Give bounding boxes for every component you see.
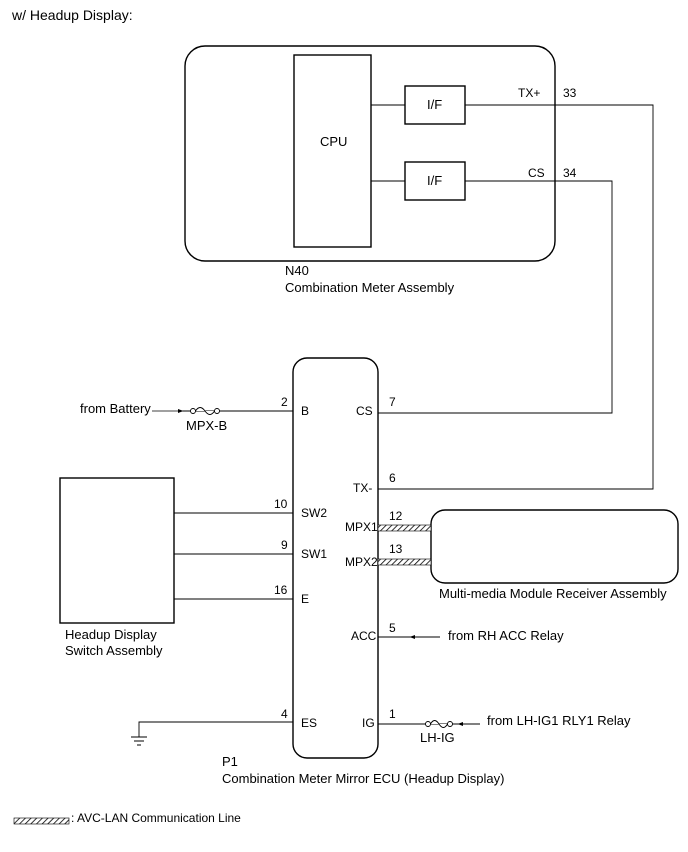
n40-component-name: Combination Meter Assembly bbox=[285, 280, 455, 295]
p1-signal-tx-minus: TX- bbox=[353, 481, 372, 495]
p1-pin-2: 2 bbox=[281, 395, 288, 409]
p1-pin-6: 6 bbox=[389, 471, 396, 485]
fuse-label-lh-ig: LH-IG bbox=[420, 730, 455, 745]
switch-assembly-label-line1: Headup Display bbox=[65, 627, 157, 642]
p1-signal-mpx1: MPX1 bbox=[345, 520, 378, 534]
p1-pin-4: 4 bbox=[281, 707, 288, 721]
p1-signal-cs: CS bbox=[356, 404, 373, 418]
ground-icon bbox=[131, 736, 147, 746]
fuse-icon-mpx-b bbox=[190, 407, 220, 415]
p1-pin-12: 12 bbox=[389, 509, 403, 523]
n40-connector-code: N40 bbox=[285, 263, 309, 278]
p1-signal-sw1: SW1 bbox=[301, 547, 327, 561]
avc-lan-line-mpx2 bbox=[377, 558, 432, 566]
n40-pin-34: 34 bbox=[563, 166, 577, 180]
combination-meter-box bbox=[184, 45, 556, 262]
p1-signal-sw2: SW2 bbox=[301, 506, 327, 520]
ground-wire bbox=[138, 721, 293, 737]
receiver-label: Multi-media Module Receiver Assembly bbox=[439, 586, 667, 601]
cpu-box bbox=[293, 54, 372, 248]
p1-signal-ig: IG bbox=[362, 716, 375, 730]
tx-wire bbox=[378, 104, 654, 490]
p1-connector-code: P1 bbox=[222, 754, 238, 769]
p1-signal-e: E bbox=[301, 592, 309, 606]
p1-signal-acc: ACC bbox=[351, 629, 377, 643]
n40-pin-33: 33 bbox=[563, 86, 577, 100]
interface-label-1: I/F bbox=[427, 97, 442, 112]
p1-signal-mpx2: MPX2 bbox=[345, 555, 378, 569]
diagram-title: w/ Headup Display: bbox=[11, 7, 133, 23]
mirror-ecu-box bbox=[292, 357, 379, 759]
p1-component-name: Combination Meter Mirror ECU (Headup Dis… bbox=[222, 771, 504, 786]
cs-wire bbox=[378, 180, 613, 414]
ig-source-label: from LH-IG1 RLY1 Relay bbox=[487, 713, 631, 728]
legend-hatch-swatch bbox=[13, 817, 70, 825]
p1-signal-es: ES bbox=[301, 716, 317, 730]
fuse-label-mpx-b: MPX-B bbox=[186, 418, 227, 433]
battery-source-label: from Battery bbox=[80, 401, 151, 416]
p1-pin-10: 10 bbox=[274, 497, 288, 511]
p1-signal-b: B bbox=[301, 404, 309, 418]
p1-pin-7: 7 bbox=[389, 395, 396, 409]
n40-signal-tx-plus: TX+ bbox=[518, 86, 540, 100]
p1-pin-16: 16 bbox=[274, 583, 288, 597]
switch-assembly-box bbox=[59, 477, 175, 624]
interface-label-2: I/F bbox=[427, 173, 442, 188]
avc-lan-line-mpx1 bbox=[377, 524, 432, 532]
p1-pin-13: 13 bbox=[389, 542, 403, 556]
p1-pin-1: 1 bbox=[389, 707, 396, 721]
cpu-label: CPU bbox=[320, 134, 347, 149]
acc-source-label: from RH ACC Relay bbox=[448, 628, 564, 643]
n40-signal-cs: CS bbox=[528, 166, 545, 180]
switch-assembly-label-line2: Switch Assembly bbox=[65, 643, 163, 658]
fuse-icon-lh-ig bbox=[425, 720, 453, 728]
p1-pin-5: 5 bbox=[389, 621, 396, 635]
legend-label: : AVC-LAN Communication Line bbox=[71, 811, 241, 825]
p1-pin-9: 9 bbox=[281, 538, 288, 552]
receiver-box bbox=[430, 509, 679, 584]
